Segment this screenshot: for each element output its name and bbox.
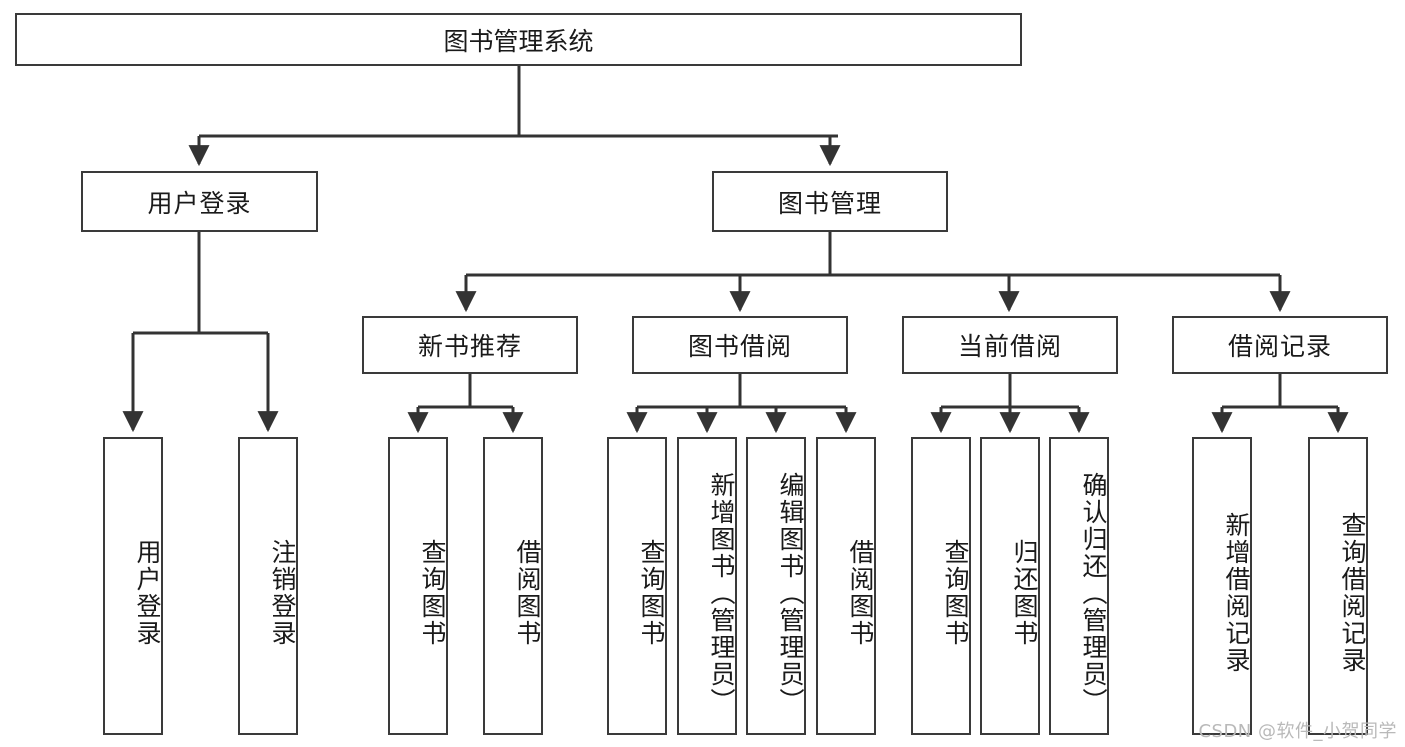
leaf-record-add-record[interactable]: 新增借阅记录 bbox=[1192, 437, 1252, 735]
leaf-new-book-borrow[interactable]: 借阅图书 bbox=[483, 437, 543, 735]
node-root-label: 图书管理系统 bbox=[443, 26, 594, 56]
leaf-label: 用户登录 bbox=[133, 539, 162, 647]
leaf-label: 查询图书 bbox=[637, 539, 666, 647]
leaf-label: 查询借阅记录 bbox=[1338, 512, 1367, 674]
leaf-borrow-add-book-admin[interactable]: 新增图书（管理员） bbox=[677, 437, 737, 735]
node-current-borrow[interactable]: 当前借阅 bbox=[902, 316, 1118, 374]
leaf-user-login-login[interactable]: 用户登录 bbox=[103, 437, 163, 735]
leaf-current-return-book[interactable]: 归还图书 bbox=[980, 437, 1040, 735]
node-borrow-record-label: 借阅记录 bbox=[1227, 332, 1332, 361]
leaf-label: 注销登录 bbox=[268, 539, 297, 647]
leaf-label: 查询图书 bbox=[941, 539, 970, 647]
node-book-management[interactable]: 图书管理 bbox=[712, 171, 948, 232]
node-borrow-record[interactable]: 借阅记录 bbox=[1172, 316, 1388, 374]
leaf-borrow-query-book[interactable]: 查询图书 bbox=[607, 437, 667, 735]
leaf-label: 借阅图书 bbox=[513, 539, 542, 647]
leaf-label: 新增借阅记录 bbox=[1222, 512, 1251, 674]
node-current-borrow-label: 当前借阅 bbox=[957, 332, 1062, 361]
node-root-system[interactable]: 图书管理系统 bbox=[15, 13, 1022, 66]
leaf-label: 借阅图书 bbox=[846, 539, 875, 647]
leaf-record-query-record[interactable]: 查询借阅记录 bbox=[1308, 437, 1368, 735]
node-user-login[interactable]: 用户登录 bbox=[81, 171, 318, 232]
node-new-book-recommend-label: 新书推荐 bbox=[417, 332, 522, 361]
leaf-borrow-borrow-book[interactable]: 借阅图书 bbox=[816, 437, 876, 735]
leaf-user-login-logout[interactable]: 注销登录 bbox=[238, 437, 298, 735]
leaf-label: 编辑图书（管理员） bbox=[776, 471, 805, 715]
node-new-book-recommend[interactable]: 新书推荐 bbox=[362, 316, 578, 374]
leaf-label: 新增图书（管理员） bbox=[707, 471, 736, 715]
node-book-borrow-label: 图书借阅 bbox=[687, 332, 792, 361]
leaf-current-query-book[interactable]: 查询图书 bbox=[911, 437, 971, 735]
leaf-current-confirm-return-admin[interactable]: 确认归还（管理员） bbox=[1049, 437, 1109, 735]
leaf-borrow-edit-book-admin[interactable]: 编辑图书（管理员） bbox=[746, 437, 806, 735]
node-book-management-label: 图书管理 bbox=[777, 188, 882, 218]
leaf-label: 确认归还（管理员） bbox=[1079, 471, 1108, 715]
node-book-borrow[interactable]: 图书借阅 bbox=[632, 316, 848, 374]
leaf-new-book-query[interactable]: 查询图书 bbox=[388, 437, 448, 735]
node-user-login-label: 用户登录 bbox=[147, 188, 252, 218]
leaf-label: 归还图书 bbox=[1010, 539, 1039, 647]
leaf-label: 查询图书 bbox=[418, 539, 447, 647]
csdn-watermark: CSDN @软件_小贺同学 bbox=[1198, 721, 1397, 742]
